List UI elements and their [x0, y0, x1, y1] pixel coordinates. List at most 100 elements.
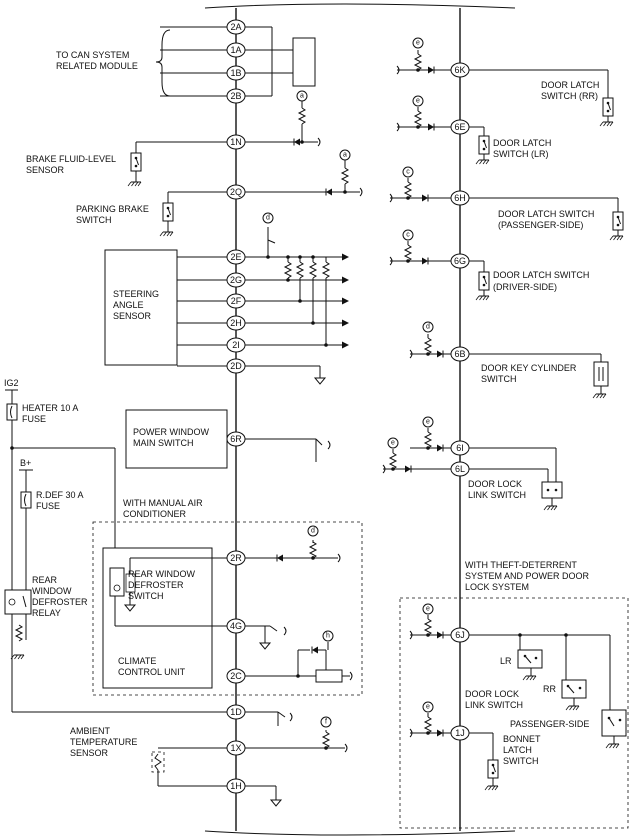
- theft-label-1: WITH THEFT-DETERRENT: [465, 560, 577, 570]
- relay-label-2: WINDOW: [32, 586, 72, 596]
- lock-link-label-2: LINK SWITCH: [468, 490, 526, 500]
- right-pin-1j: [450, 725, 470, 741]
- 1n-wiring: [127, 100, 321, 187]
- door-latch-switch-rr: [602, 97, 614, 117]
- ref-f: [320, 716, 332, 728]
- ref-f-text: f: [325, 719, 327, 726]
- left-pin-label-2i: 2I: [232, 340, 240, 350]
- right-pin-6e: [450, 119, 470, 135]
- climate-wiring: [114, 540, 353, 681]
- left-pin-1b: [226, 65, 246, 81]
- steering-label-3: SENSOR: [113, 311, 152, 321]
- 6h-wiring: [389, 178, 624, 241]
- circle-ref-markers: a a d d h f e e c c d e e e e: [262, 37, 434, 728]
- left-pin-1a: [226, 42, 246, 58]
- left-pin-label-4g: 4G: [230, 621, 242, 631]
- right-pin-label-6b: 6B: [454, 349, 465, 359]
- lr-lock-switch: [517, 649, 543, 669]
- left-pin-label-2d: 2D: [230, 361, 242, 371]
- brake-fluid-switch: [130, 152, 142, 172]
- relay-coil: [8, 598, 16, 606]
- ambient-label-3: SENSOR: [70, 748, 109, 758]
- right-pin-label-6h: 6H: [454, 193, 466, 203]
- right-pin-label-6g: 6G: [454, 256, 466, 266]
- ref-e-6-text: e: [426, 704, 430, 711]
- left-pin-label-1b: 1B: [230, 68, 241, 78]
- left-pin-label-2e: 2E: [230, 252, 241, 262]
- climate-resistor: [315, 669, 343, 683]
- power-window-main-switch-box: [125, 409, 228, 469]
- theft-label-3: LOCK SYSTEM: [465, 582, 529, 592]
- lr-label: LR: [500, 656, 512, 666]
- steering-label-1: STEERING: [113, 289, 159, 299]
- brake-fluid-label-2: SENSOR: [26, 165, 65, 175]
- theft-deterrent-region: [399, 597, 629, 829]
- ig2-wiring: [5, 389, 293, 726]
- can-module-box: [292, 37, 316, 87]
- ref-d-2-text: d: [311, 528, 315, 535]
- rr-label: RR: [543, 684, 556, 694]
- left-pin-2g: [226, 272, 246, 288]
- rdef-fuse-link: [24, 493, 27, 507]
- bplus-wiring: [10, 469, 33, 660]
- right-pin-label-6j: 6J: [455, 630, 465, 640]
- rdef-label-1: R.DEF 30 A: [36, 490, 84, 500]
- dl-rr-label-2: SWITCH (RR): [541, 91, 598, 101]
- right-pin-label-6l: 6L: [455, 464, 465, 474]
- harness-bottom-edge: [204, 830, 516, 836]
- right-pin-6l: [450, 461, 470, 477]
- ref-h: [322, 630, 334, 642]
- right-pin-6j: [450, 627, 470, 643]
- door-latch-switch-lr: [478, 135, 490, 155]
- left-pin-label-1d: 1D: [230, 707, 242, 717]
- left-pin-label-1n: 1N: [230, 137, 242, 147]
- left-pin-2b: [226, 88, 246, 104]
- left-pin-1d: [226, 704, 246, 720]
- left-pin-label-2h: 2H: [230, 318, 242, 328]
- manual-ac-region: [92, 521, 363, 696]
- right-pin-6g: [450, 253, 470, 269]
- ref-h-text: h: [326, 633, 330, 640]
- left-pin-label-2r: 2R: [230, 553, 242, 563]
- 1x-wiring: [157, 730, 348, 807]
- left-pin-label-1x: 1X: [230, 743, 241, 753]
- left-pin-2i: [226, 337, 246, 353]
- ref-a-1: [296, 90, 308, 102]
- left-pin-1x: [226, 740, 246, 756]
- ref-e-5: [422, 603, 434, 615]
- right-pin-label-6k: 6K: [454, 65, 465, 75]
- steering-wiring: [177, 227, 349, 385]
- dl-ds-label-2: (DRIVER-SIDE): [493, 282, 557, 292]
- ref-e-2-text: e: [416, 98, 420, 105]
- left-pin-label-2c: 2C: [230, 671, 242, 681]
- pwr-win-label-1: POWER WINDOW: [133, 427, 209, 437]
- ref-e-5-text: e: [426, 606, 430, 613]
- manual-ac-label-1: WITH MANUAL AIR: [123, 498, 203, 508]
- left-pin-2d: [226, 358, 246, 374]
- 6b-wiring: [409, 334, 607, 399]
- rr-switch-lever: [567, 685, 575, 694]
- 6i-6l-wiring: [382, 428, 558, 511]
- left-pin-label-2g: 2G: [230, 275, 242, 285]
- left-pin-label-2q: 2Q: [230, 187, 242, 197]
- left-pin-2h: [226, 315, 246, 331]
- ref-e-4-text: e: [391, 440, 395, 447]
- 6e-wiring: [396, 107, 490, 165]
- dl-lr-label-2: SWITCH (LR): [493, 149, 549, 159]
- ref-e-1: [412, 37, 424, 49]
- ref-e-6: [422, 701, 434, 713]
- ref-e-4: [387, 437, 399, 449]
- ambient-label-1: AMBIENT: [70, 726, 111, 736]
- lock-link-b-label-1: DOOR LOCK: [465, 689, 519, 699]
- dl-lr-label-1: DOOR LATCH: [493, 138, 551, 148]
- left-pin-1h: [226, 778, 246, 794]
- rear-def-label-3: SWITCH: [128, 591, 164, 601]
- right-pin-label-6i: 6I: [456, 443, 464, 453]
- lock-link-label-1: DOOR LOCK: [468, 479, 522, 489]
- left-pin-label-6r: 6R: [230, 434, 242, 444]
- heater-fuse: [6, 403, 18, 421]
- relay-label-4: RELAY: [32, 608, 61, 618]
- can-label-1: TO CAN SYSTEM: [56, 50, 129, 60]
- 1j-wiring: [409, 713, 499, 791]
- harness-top-edge: [204, 3, 516, 9]
